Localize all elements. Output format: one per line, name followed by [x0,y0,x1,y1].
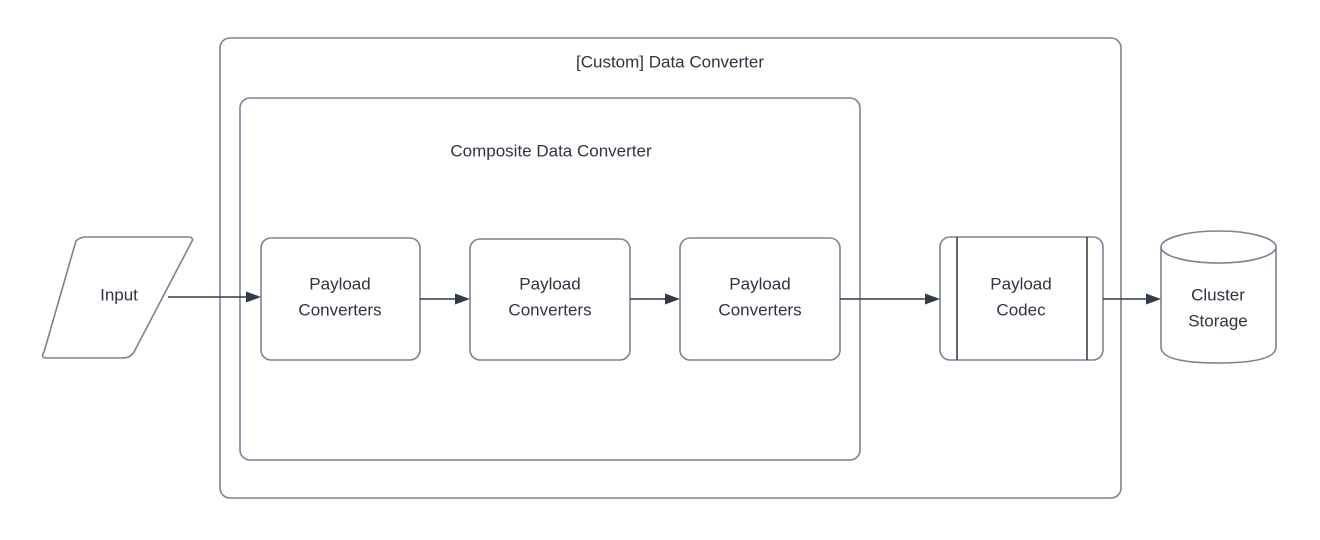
node-payload-codec-label-line1: Payload [990,274,1051,293]
container-composite-data-converter-label: Composite Data Converter [450,141,652,160]
node-cluster-storage[interactable] [1160,230,1277,364]
container-custom-data-converter-label: [Custom] Data Converter [576,52,764,71]
node-input[interactable] [41,236,194,359]
connector-payload-converters-2-to-3 [630,293,680,305]
node-payload-codec-label-line2: Codec [996,300,1046,319]
node-input-label: Input [100,285,138,304]
connector-payload-converters-3-to-payload-codec [840,293,940,305]
node-payload-converters-1[interactable] [260,237,421,361]
node-payload-converters-3-label-line2: Converters [718,300,801,319]
node-cluster-storage-label-line2: Storage [1188,311,1248,330]
node-payload-converters-2-label-line2: Converters [508,300,591,319]
connector-payload-codec-to-cluster-storage [1103,293,1161,305]
node-payload-converters-2-label-line1: Payload [519,274,580,293]
node-payload-converters-3[interactable] [679,237,841,361]
connector-payload-converters-1-to-2 [420,293,470,305]
node-payload-converters-1-label-line2: Converters [298,300,381,319]
node-payload-codec[interactable] [939,236,1104,361]
arrow-right-icon [455,293,470,305]
arrow-right-icon [246,291,261,303]
connector-input-to-payload-converters-1 [168,291,261,303]
arrow-right-icon [1146,293,1161,305]
node-cluster-storage-label-line1: Cluster [1191,285,1245,304]
node-payload-converters-1-label-line1: Payload [309,274,370,293]
arrow-right-icon [665,293,680,305]
arrow-right-icon [925,293,940,305]
node-payload-converters-3-label-line1: Payload [729,274,790,293]
